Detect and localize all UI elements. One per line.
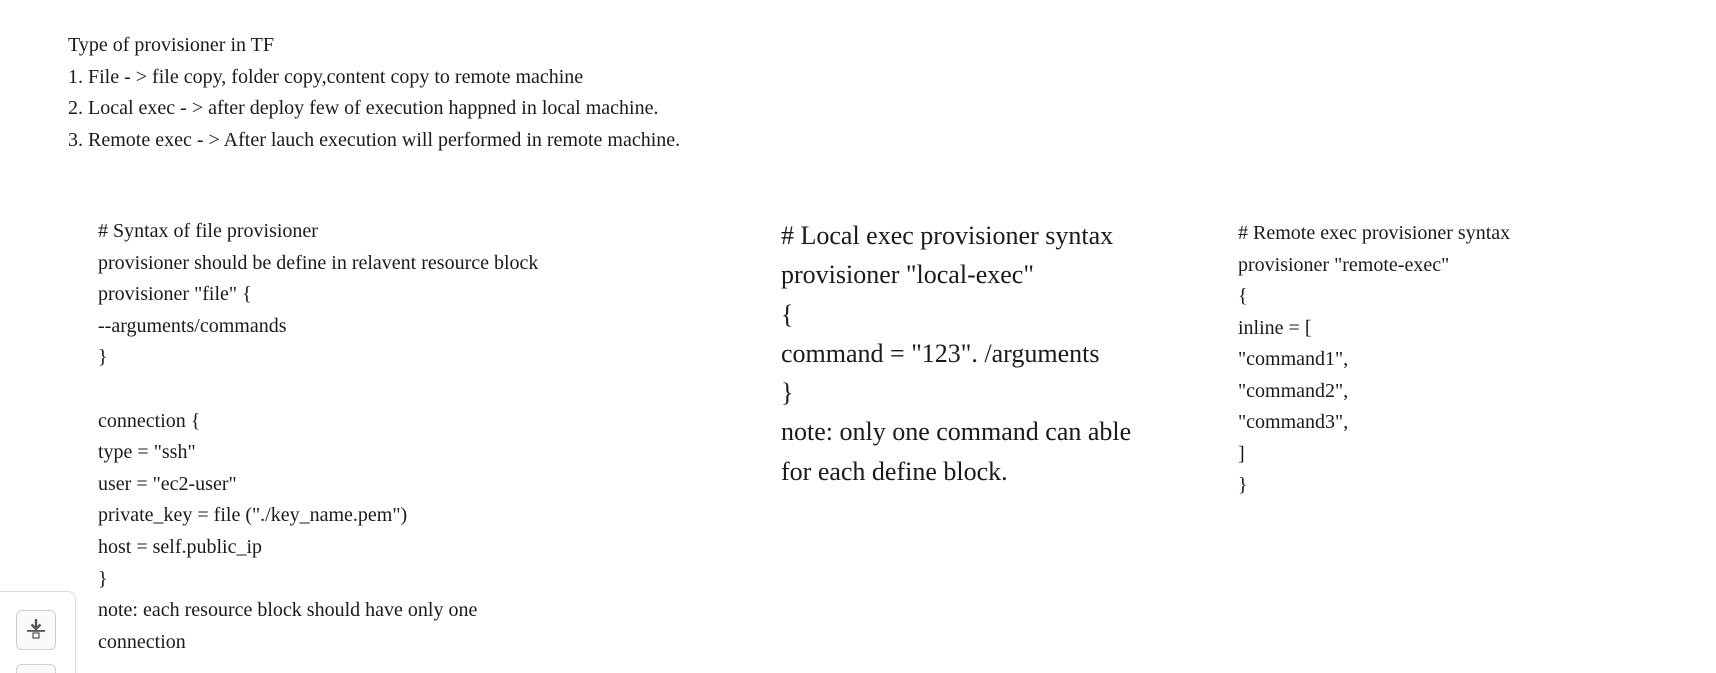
floating-toolbar (0, 591, 76, 673)
code-line: inline = [ (1238, 316, 1312, 339)
local-exec-block: # Local exec provisioner syntax provisio… (781, 216, 1131, 491)
intro-item-local-exec: 2. Local exec - > after deploy few of ex… (68, 97, 659, 119)
code-line: } (98, 346, 108, 369)
note-line: note: each resource block should have on… (98, 599, 478, 622)
code-line: type = "ssh" (98, 441, 196, 464)
code-line: # Local exec provisioner syntax (781, 221, 1114, 250)
code-line: provisioner should be define in relavent… (98, 251, 539, 274)
code-line: command = "123". /arguments (781, 338, 1100, 368)
code-line: } (98, 567, 108, 590)
code-line: "command1", (1238, 348, 1349, 370)
code-line: } (1238, 474, 1248, 496)
code-line: provisioner "local-exec" (781, 260, 1034, 290)
code-line: ] (1238, 442, 1245, 465)
code-line: user = "ec2-user" (98, 472, 237, 495)
code-line: provisioner "remote-exec" (1238, 253, 1450, 276)
file-provisioner-block: # Syntax of file provisioner provisioner… (98, 216, 538, 658)
spacer (98, 374, 538, 406)
note-line: connection (98, 630, 186, 653)
intro-title: Type of provisioner in TF (68, 34, 274, 56)
note-line: for each define block. (781, 456, 1008, 486)
code-line: provisioner "file" { (98, 283, 252, 306)
code-line: private_key = file ("./key_name.pem") (98, 504, 408, 527)
intro-item-remote-exec: 3. Remote exec - > After lauch execution… (68, 128, 681, 151)
code-line: { (1238, 285, 1248, 307)
remote-exec-block: # Remote exec provisioner syntax provisi… (1238, 218, 1510, 502)
download-icon (25, 617, 47, 644)
code-line: connection { (98, 409, 201, 432)
note-line: note: only one command can able (781, 417, 1132, 447)
intro-item-file: 1. File - > file copy, folder copy,conte… (68, 65, 584, 88)
code-line: "command2", (1238, 379, 1349, 402)
toolbar-button-secondary[interactable] (16, 664, 56, 673)
code-line: host = self.public_ip (98, 535, 263, 558)
intro-section: Type of provisioner in TF 1. File - > fi… (68, 30, 680, 156)
code-line: --arguments/commands (98, 314, 287, 337)
download-button[interactable] (16, 610, 56, 650)
code-line: { (781, 299, 794, 329)
code-line: # Syntax of file provisioner (98, 220, 318, 242)
code-line: # Remote exec provisioner syntax (1238, 222, 1511, 244)
code-line: "command3", (1238, 411, 1349, 433)
code-line: } (781, 378, 794, 408)
